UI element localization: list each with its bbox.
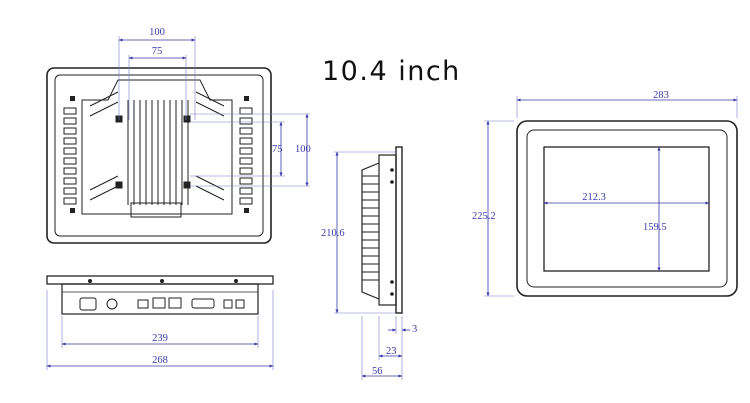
back-outer-frame (46, 67, 272, 244)
dim-screen-width: 212.3 (582, 192, 606, 203)
back-view: 100 75 100 75 (46, 27, 311, 244)
front-view: 283 225.2 212.3 159.5 (472, 90, 738, 297)
front-outer-frame (516, 120, 738, 297)
dim-back-top-inner: 75 (152, 46, 163, 57)
dim-side-bezel: 3 (412, 324, 417, 335)
dim-front-height: 225.2 (472, 211, 496, 222)
heatsink (81, 79, 233, 218)
display-area (543, 146, 710, 272)
bottom-body (61, 283, 259, 315)
side-body (378, 154, 397, 306)
side-fins (362, 175, 379, 281)
page-title: 10.4 inch (322, 56, 461, 87)
bottom-bezel (46, 275, 274, 285)
dim-side-height: 210.6 (321, 228, 345, 239)
io-ports (79, 297, 245, 311)
dim-screen-height: 159.5 (643, 222, 667, 233)
back-inner-frame (54, 74, 264, 237)
back-left-vents (63, 107, 77, 205)
dim-back-right-outer: 100 (295, 144, 311, 155)
dim-front-width: 283 (653, 90, 669, 101)
back-screws (70, 96, 249, 213)
dim-back-right-inner: 75 (272, 144, 283, 155)
dim-bottom-inner: 239 (152, 333, 168, 344)
back-right-vents (239, 107, 253, 205)
side-bezel (395, 146, 403, 314)
dim-side-body-depth: 23 (386, 346, 397, 357)
dim-bottom-outer: 268 (152, 355, 168, 366)
dim-side-total-depth: 56 (372, 366, 383, 377)
side-view: 210.6 3 23 56 (321, 146, 417, 380)
front-inner-frame (526, 129, 728, 288)
dim-back-top-outer: 100 (149, 27, 165, 38)
bottom-view: 239 268 (46, 275, 274, 370)
